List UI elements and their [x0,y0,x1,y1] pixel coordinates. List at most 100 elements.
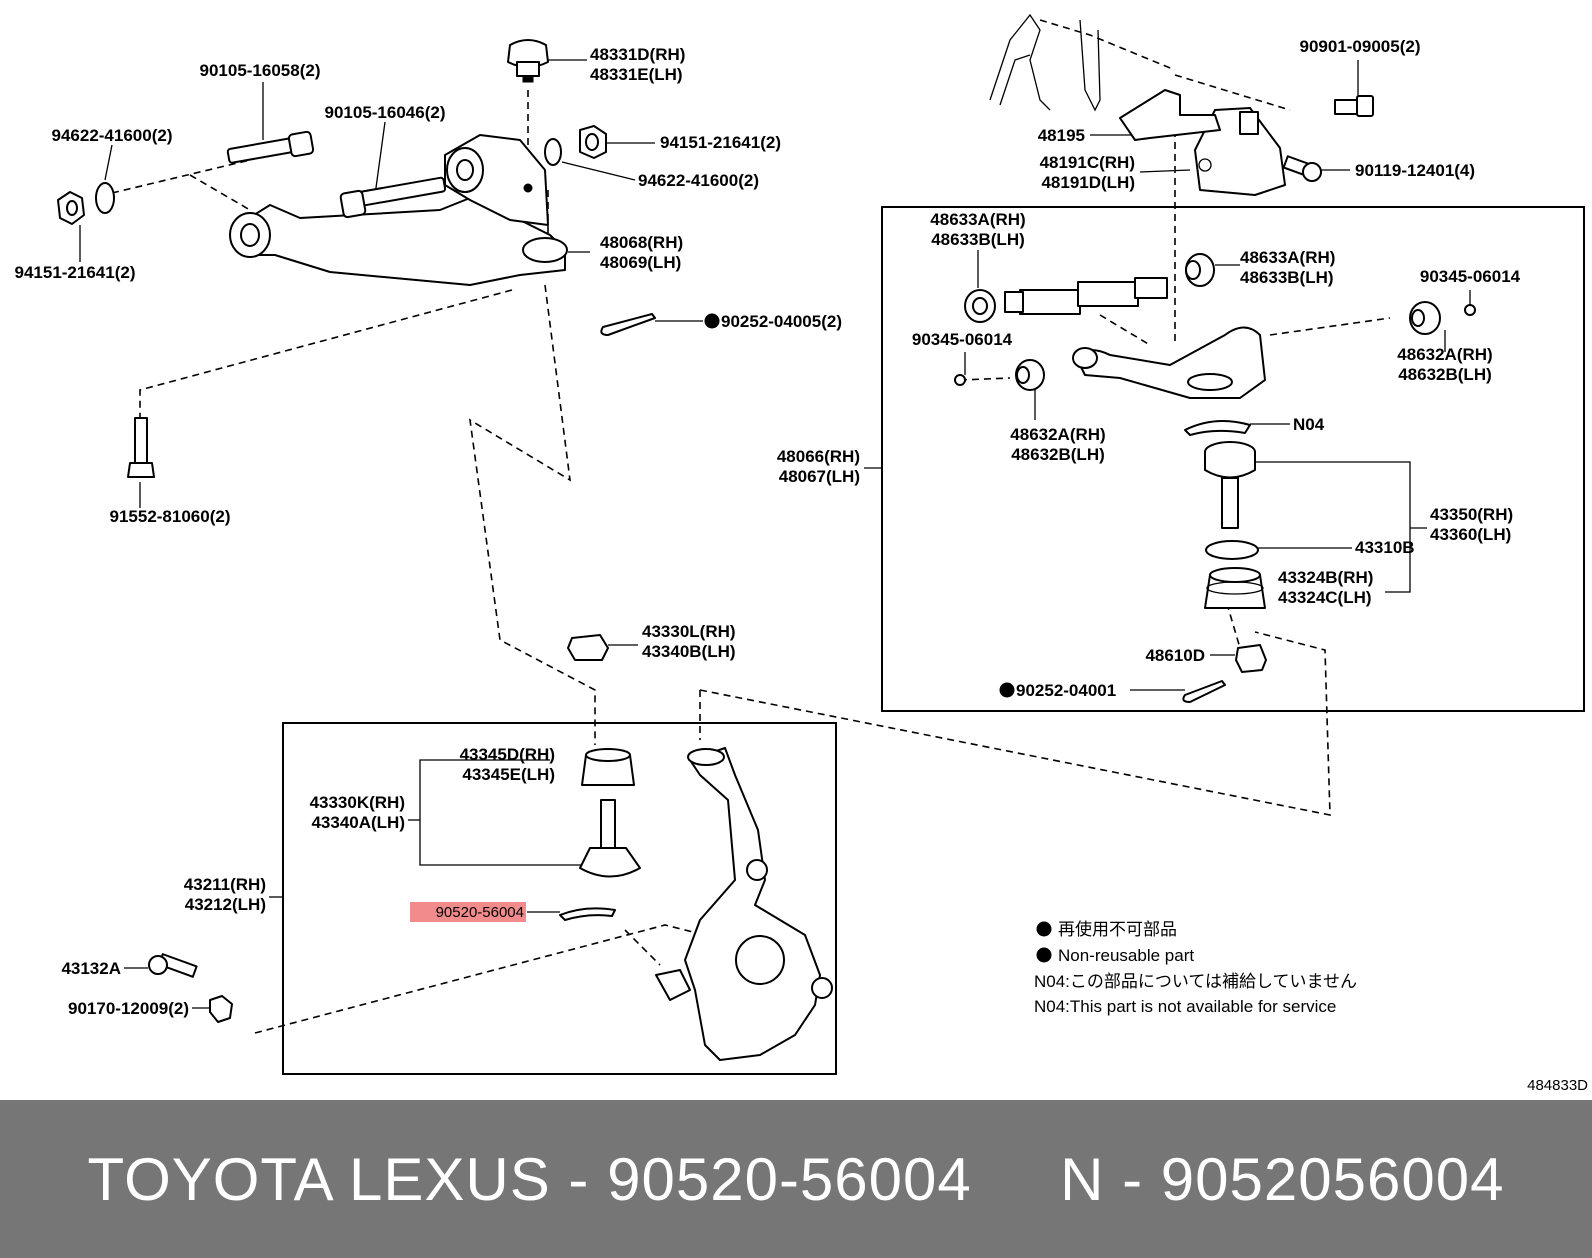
non-reusable-mark-9025204005 [704,313,720,329]
bushing-48633-left [964,289,996,323]
grease-nipple-9034506014-right [1464,304,1476,316]
snap-ring-n04 [1184,420,1251,436]
knuckle-assembly-frame [282,722,837,1075]
ring-43310b [1205,540,1259,560]
footer-part-number: 90520-56004 [607,1145,972,1213]
label-94151-21641-right: 94151-21641(2) [660,133,781,152]
snap-ring-9052056004 [559,907,616,921]
leader-lines [79,59,1471,1009]
label-48633a-top: 48633A(RH) [930,210,1025,229]
label-48632b-right: 48632B(LH) [1398,365,1492,384]
label-48331d: 48331D(RH) [590,45,685,64]
legend-line-2: Non-reusable part [1058,946,1194,965]
legend-line-4: N04:This part is not available for servi… [1034,997,1336,1016]
nut-left-9415121641 [57,191,85,225]
bump-stopper-48331 [507,39,549,83]
label-90105-16046: 90105-16046(2) [325,103,446,122]
label-43345e: 43345E(LH) [462,765,555,784]
label-48632b-left: 48632B(LH) [1011,445,1105,464]
footer-bar [0,1100,1592,1258]
label-90345-06014-right: 90345-06014 [1420,267,1521,286]
label-90901-09005: 90901-09005(2) [1300,37,1421,56]
footer-gap [972,1145,1060,1214]
label-94622-41600-left: 94622-41600(2) [52,126,173,145]
label-91552-81060: 91552-81060(2) [110,507,231,526]
dust-cover-43345 [581,748,635,786]
label-90170-12009: 90170-12009(2) [68,999,189,1018]
bushing-48632-right [1409,301,1441,335]
bracket-48195 [1119,89,1221,141]
label-48632a-right: 48632A(RH) [1397,345,1492,364]
label-48067: 48067(LH) [779,467,860,486]
label-94622-41600-right: 94622-41600(2) [638,171,759,190]
non-reusable-mark-9025204001 [999,682,1015,698]
label-90252-04001: 90252-04001 [1016,681,1116,700]
ball-joint-nut-43330l [567,634,609,661]
label-43212: 43212(LH) [185,895,266,914]
parts-diagram: 90105-16058(2) 90105-16046(2) 94622-4160… [15,13,1588,1094]
label-90119-12401: 90119-12401(4) [1355,161,1475,180]
washer-left-9462241600 [95,182,115,214]
upper-arm-shaft [1004,277,1168,315]
upper-arm-assembly-frame [881,206,1585,712]
footer-brand: TOYOTA LEXUS [87,1145,551,1213]
label-90520-56004: 90520-56004 [436,904,524,921]
cotter-pin-9025204005 [600,313,656,336]
footer-suffix: N [1060,1145,1105,1213]
label-43345d: 43345D(RH) [460,745,555,764]
label-48633b-right: 48633B(LH) [1240,268,1334,287]
label-43340a: 43340A(LH) [311,813,405,832]
legend-line-3: N04:この部品については補給していません [1034,972,1357,991]
label-90105-16058: 90105-16058(2) [200,61,321,80]
nut-9017012009 [209,995,233,1023]
label-43330k: 43330K(RH) [310,793,405,812]
bolt-9155281060 [127,417,155,478]
label-48191c: 48191C(RH) [1040,153,1135,172]
target-part-highlight [410,902,526,922]
label-43324b: 43324B(RH) [1278,568,1373,587]
label-43132a: 43132A [61,959,121,978]
label-43324c: 43324C(LH) [1278,588,1372,607]
label-43340b: 43340B(LH) [642,642,736,661]
lower-control-arm [229,134,568,286]
legend-bullet-1 [1036,921,1052,937]
footer-separator-1: - [550,1145,608,1213]
lower-arm-bolt-long [226,130,315,164]
label-48195: 48195 [1038,126,1085,145]
nut-right-9415121641 [579,125,607,159]
grease-nipple-9034506014-left [954,374,966,386]
footer-separator-2: - [1104,1145,1161,1213]
washer-right-9462241600 [544,138,562,166]
dust-boot-43324 [1204,567,1266,609]
label-n04: N04 [1293,415,1325,434]
bolt-9090109005 [1334,95,1374,117]
label-90252-04005: 90252-04005(2) [721,312,842,331]
lower-ball-joint-43330k [579,799,641,878]
legend-bullet-2 [1036,947,1052,963]
label-48633a-right: 48633A(RH) [1240,248,1335,267]
label-43330l: 43330L(RH) [642,622,736,641]
cotter-pin-9025204001 [1182,680,1226,703]
label-48610d: 48610D [1145,646,1205,665]
label-43211: 43211(RH) [184,875,266,894]
label-43350: 43350(RH) [1430,505,1513,524]
label-48191d: 48191D(LH) [1041,173,1135,192]
label-43310b: 43310B [1355,538,1415,557]
callout-labels: 90105-16058(2) 90105-16046(2) 94622-4160… [15,37,1521,1018]
upper-control-arm [1072,326,1266,399]
assembly-dashed-lines [111,19,1391,1034]
castle-nut-48610d [1235,644,1267,673]
label-48068: 48068(RH) [600,233,683,252]
label-94151-21641-left: 94151-21641(2) [15,263,136,282]
legend-line-1: 再使用不可部品 [1058,919,1177,939]
footer-part-number-compact: 9052056004 [1160,1145,1505,1213]
bushing-48633-right [1185,253,1215,287]
body-frame-outline [989,13,1101,112]
label-43360: 43360(LH) [1430,525,1511,544]
label-48633b-top: 48633B(LH) [931,230,1025,249]
bushing-48632-left [1015,359,1045,391]
bolt-9011912401 [1282,155,1322,182]
footer-caption: TOYOTA LEXUS - 90520-56004 N - 905205600… [0,1100,1592,1258]
steering-knuckle-43211 [655,747,833,1061]
label-90345-06014-left: 90345-06014 [912,330,1013,349]
